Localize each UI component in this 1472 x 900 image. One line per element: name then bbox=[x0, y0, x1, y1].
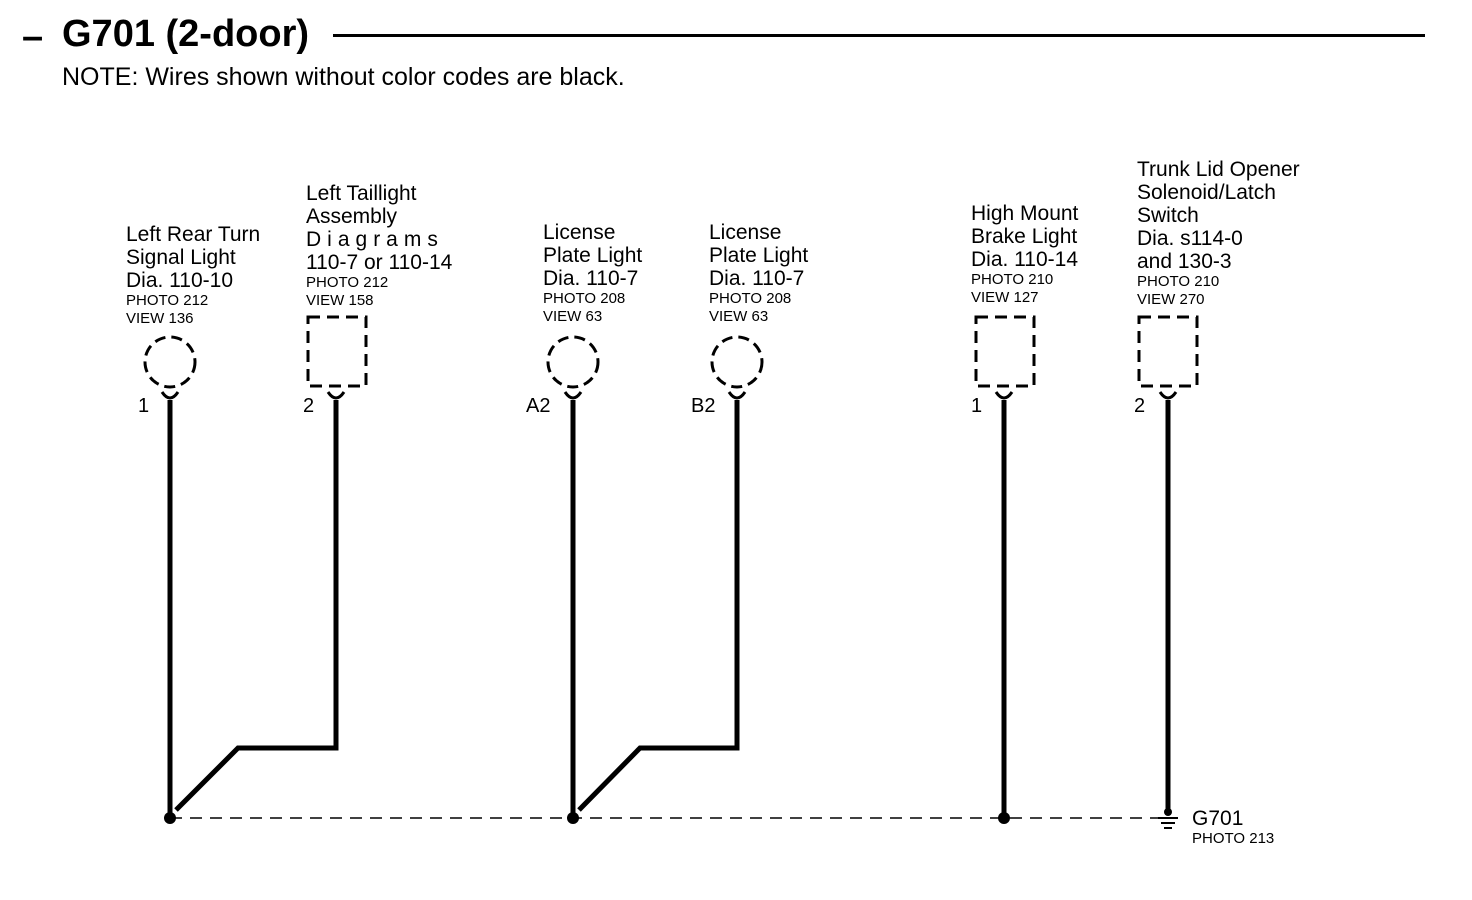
ground-photo-ref: PHOTO 213 bbox=[1192, 830, 1275, 847]
component-view-ref: VIEW 63 bbox=[543, 308, 603, 325]
component-photo-ref: PHOTO 208 bbox=[709, 290, 792, 307]
wires bbox=[167, 400, 1171, 818]
pin-label: B2 bbox=[691, 395, 716, 417]
component-photo-ref: PHOTO 212 bbox=[126, 292, 209, 309]
round-connector-icon bbox=[546, 335, 600, 389]
round-connector-icon bbox=[710, 335, 764, 389]
component-label: Brake Light bbox=[971, 225, 1078, 248]
component-label: Solenoid/Latch bbox=[1137, 181, 1276, 204]
component-photo-ref: PHOTO 212 bbox=[306, 274, 389, 291]
square-connector-icon bbox=[974, 315, 1036, 388]
component-left-taillight-assembly: Left Taillight Assembly Diagrams 110-7 o… bbox=[306, 182, 452, 310]
component-diagram-ref: Dia. 110-14 bbox=[971, 248, 1079, 271]
component-diagram-ref: Dia. 110-7 bbox=[709, 267, 805, 290]
ground-label-block: G701 PHOTO 213 bbox=[1192, 808, 1274, 848]
component-label: High Mount bbox=[971, 202, 1079, 225]
terminal-hook-icon bbox=[1158, 391, 1178, 400]
title-rule bbox=[333, 34, 1425, 37]
page-title: G701 (2-door) bbox=[62, 13, 310, 55]
component-left-rear-turn-signal: Left Rear Turn Signal Light Dia. 110-10 … bbox=[126, 223, 260, 328]
component-photo-ref: PHOTO 208 bbox=[543, 290, 626, 307]
component-label: License bbox=[709, 221, 782, 244]
component-label: Plate Light bbox=[709, 244, 809, 267]
component-diagram-ref: 110-7 or 110-14 bbox=[306, 251, 453, 274]
wire bbox=[174, 400, 339, 812]
terminal-hook-icon bbox=[994, 391, 1014, 400]
component-trunk-lid-opener: Trunk Lid Opener Solenoid/Latch Switch D… bbox=[1137, 158, 1300, 309]
component-view-ref: VIEW 158 bbox=[306, 292, 374, 309]
component-label: Left Taillight bbox=[306, 182, 417, 205]
component-label: License bbox=[543, 221, 616, 244]
note-text: NOTE: Wires shown without color codes ar… bbox=[62, 63, 625, 91]
wire bbox=[577, 400, 740, 812]
terminal-hook-icon bbox=[326, 391, 346, 400]
ground-label: G701 bbox=[1192, 807, 1244, 830]
component-view-ref: VIEW 270 bbox=[1137, 291, 1205, 308]
component-diagram-ref: Dia. 110-10 bbox=[126, 269, 234, 292]
terminal-hook-icon bbox=[727, 391, 747, 400]
component-diagram-ref: Dia. 110-7 bbox=[543, 267, 639, 290]
component-label: Switch bbox=[1137, 204, 1199, 227]
component-diagram-ref: and 130-3 bbox=[1137, 250, 1232, 273]
component-view-ref: VIEW 63 bbox=[709, 308, 769, 325]
round-connector-icon bbox=[143, 335, 197, 389]
component-label: Assembly bbox=[306, 205, 398, 228]
component-diagram-ref: Dia. s114-0 bbox=[1137, 227, 1243, 250]
component-photo-ref: PHOTO 210 bbox=[971, 271, 1054, 288]
component-license-plate-light-a: License Plate Light Dia. 110-7 PHOTO 208… bbox=[543, 221, 642, 326]
component-label: Diagrams bbox=[306, 228, 444, 251]
square-connector-icon bbox=[1137, 315, 1199, 388]
ground-icon bbox=[1158, 808, 1178, 829]
square-connector-icon bbox=[306, 315, 368, 388]
splice-dot bbox=[998, 812, 1010, 824]
pin-label: 2 bbox=[303, 395, 315, 417]
component-label: Plate Light bbox=[543, 244, 643, 267]
pin-label: A2 bbox=[526, 395, 551, 417]
terminal-hooks bbox=[160, 391, 1178, 400]
component-label: Left Rear Turn bbox=[126, 223, 261, 246]
component-view-ref: VIEW 136 bbox=[126, 310, 194, 327]
component-license-plate-light-b: License Plate Light Dia. 110-7 PHOTO 208… bbox=[709, 221, 808, 326]
terminal-hook-icon bbox=[563, 391, 583, 400]
splice-dot bbox=[567, 812, 579, 824]
pin-label: 2 bbox=[1134, 395, 1146, 417]
component-view-ref: VIEW 127 bbox=[971, 289, 1039, 306]
component-label: Trunk Lid Opener bbox=[1137, 158, 1300, 181]
splice-dot bbox=[164, 812, 176, 824]
component-label: Signal Light bbox=[126, 246, 236, 269]
component-high-mount-brake-light: High Mount Brake Light Dia. 110-14 PHOTO… bbox=[971, 202, 1078, 307]
pin-label: 1 bbox=[138, 395, 150, 417]
pin-label: 1 bbox=[971, 395, 983, 417]
title-dash: – bbox=[22, 16, 44, 58]
terminal-hook-icon bbox=[160, 391, 180, 400]
component-photo-ref: PHOTO 210 bbox=[1137, 273, 1220, 290]
